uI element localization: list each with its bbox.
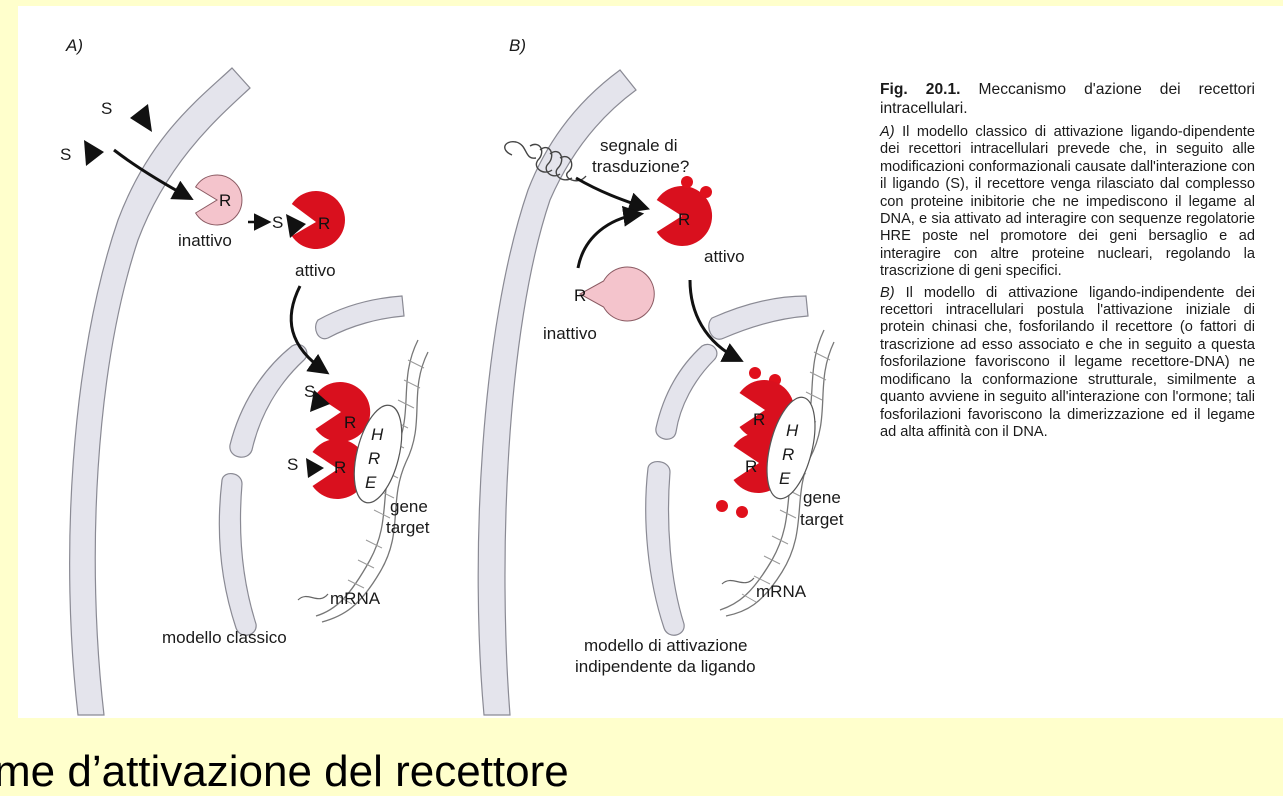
caption-paragraph-a: A) Il modello classico di attivazione li…	[880, 124, 1255, 281]
panel-b-mrna-label: mRNA	[756, 582, 807, 601]
panel-a-dimer-receptor-bottom-letter: R	[334, 458, 346, 477]
panel-a-mrna-label: mRNA	[330, 589, 381, 608]
panel-b-gene-label: gene	[803, 488, 841, 507]
slide-title: me d’attivazione del recettore	[0, 750, 569, 794]
caption-figure-number: Fig. 20.1.	[880, 81, 960, 98]
panel-a-nuclear-envelope-segment	[230, 344, 307, 457]
panel-b-model-caption-2: indipendente da ligando	[575, 657, 756, 676]
panel-b-dimer-receptor-top-letter: R	[753, 410, 765, 429]
panel-b-dimer-receptor-bottom-letter: R	[745, 457, 757, 476]
panel-b-mrna-strand	[722, 578, 754, 584]
panel-b-phosphate-group	[749, 367, 761, 379]
panel-b-target-label: target	[800, 510, 844, 529]
panel-b-hre-h: H	[786, 421, 799, 440]
panel-a-dimer-ligand-bottom-label: S	[287, 455, 298, 474]
panel-a-active-label: attivo	[295, 261, 336, 280]
panel-a-receptor-active-letter: R	[318, 214, 330, 233]
panel-b-arrow-signal	[576, 178, 646, 208]
panel-b-receptor-inactive	[580, 267, 654, 321]
panel-a-hre-r: R	[368, 449, 380, 468]
panel-a-cell-membrane	[70, 68, 250, 715]
panel-b-phosphate-group	[716, 500, 728, 512]
caption-paragraph-a-letter: A)	[880, 124, 895, 140]
panel-b-receptor-active-letter: R	[678, 210, 690, 229]
panel-a-receptor-inactive-letter: R	[219, 191, 231, 210]
panel-a-mrna-strand	[298, 594, 328, 600]
slide-background: A) S S R inattivo	[0, 0, 1283, 776]
panel-b-signal-label-2: trasduzione?	[592, 157, 689, 176]
panel-b-inactive-label: inattivo	[543, 324, 597, 343]
panel-b-hre-e: E	[779, 469, 791, 488]
caption-paragraph-b: B) Il modello di attivazione ligando-ind…	[880, 285, 1255, 442]
panel-b-arrow-activation	[578, 214, 640, 268]
panel-b-nuclear-envelope-segment	[709, 296, 808, 339]
caption-heading: Fig. 20.1. Meccanismo d'azione dei recet…	[880, 80, 1255, 118]
panel-b-phosphate-group	[681, 176, 693, 188]
panel-a-target-label: target	[386, 518, 430, 537]
panel-b-nuclear-envelope-segment	[656, 344, 717, 439]
panel-a-dimer-ligand-bottom	[306, 458, 324, 478]
panel-b-signal-label-1: segnale di	[600, 136, 678, 155]
panel-a-hre-h: H	[371, 425, 384, 444]
caption-paragraph-a-text: Il modello classico di attivazione ligan…	[880, 124, 1255, 279]
panel-b: B) segnale di trasduzione? R inattivo	[478, 36, 844, 715]
panel-a-dimer-ligand-top-label: S	[304, 382, 315, 401]
panel-b-active-label: attivo	[704, 247, 745, 266]
panel-b-letter: B)	[509, 36, 526, 55]
panel-a-letter: A)	[65, 36, 83, 55]
panel-b-hre-r: R	[782, 445, 794, 464]
caption-paragraph-b-text: Il modello di attivazione ligando-indipe…	[880, 285, 1255, 440]
panel-b-receptor-inactive-letter: R	[574, 286, 586, 305]
figure-caption: Fig. 20.1. Meccanismo d'azione dei recet…	[880, 80, 1255, 445]
panel-a-ligand-top	[130, 104, 152, 132]
panel-b-model-caption-1: modello di attivazione	[584, 636, 747, 655]
panel-b-phosphate-group	[736, 506, 748, 518]
panel-a-active-ligand-label: S	[272, 213, 283, 232]
panel-a-model-caption: modello classico	[162, 628, 287, 647]
panel-a-inactive-label: inattivo	[178, 231, 232, 250]
panel-a-nuclear-envelope-segment	[316, 296, 404, 339]
panel-a-gene-label: gene	[390, 497, 428, 516]
panel-a-ligand-left	[84, 140, 104, 166]
panel-a: A) S S R inattivo	[60, 36, 430, 715]
panel-a-hre-e: E	[365, 473, 377, 492]
panel-a-dimer-receptor-top-letter: R	[344, 413, 356, 432]
panel-a-dimer-receptor-top	[316, 382, 371, 442]
panel-a-nuclear-envelope-segment	[219, 474, 256, 636]
panel-a-ligand-left-label: S	[60, 145, 71, 164]
caption-paragraph-b-letter: B)	[880, 285, 895, 301]
panel-b-nuclear-envelope-segment	[646, 462, 684, 636]
panel-b-phosphate-group	[700, 186, 712, 198]
panel-a-ligand-top-label: S	[101, 99, 112, 118]
